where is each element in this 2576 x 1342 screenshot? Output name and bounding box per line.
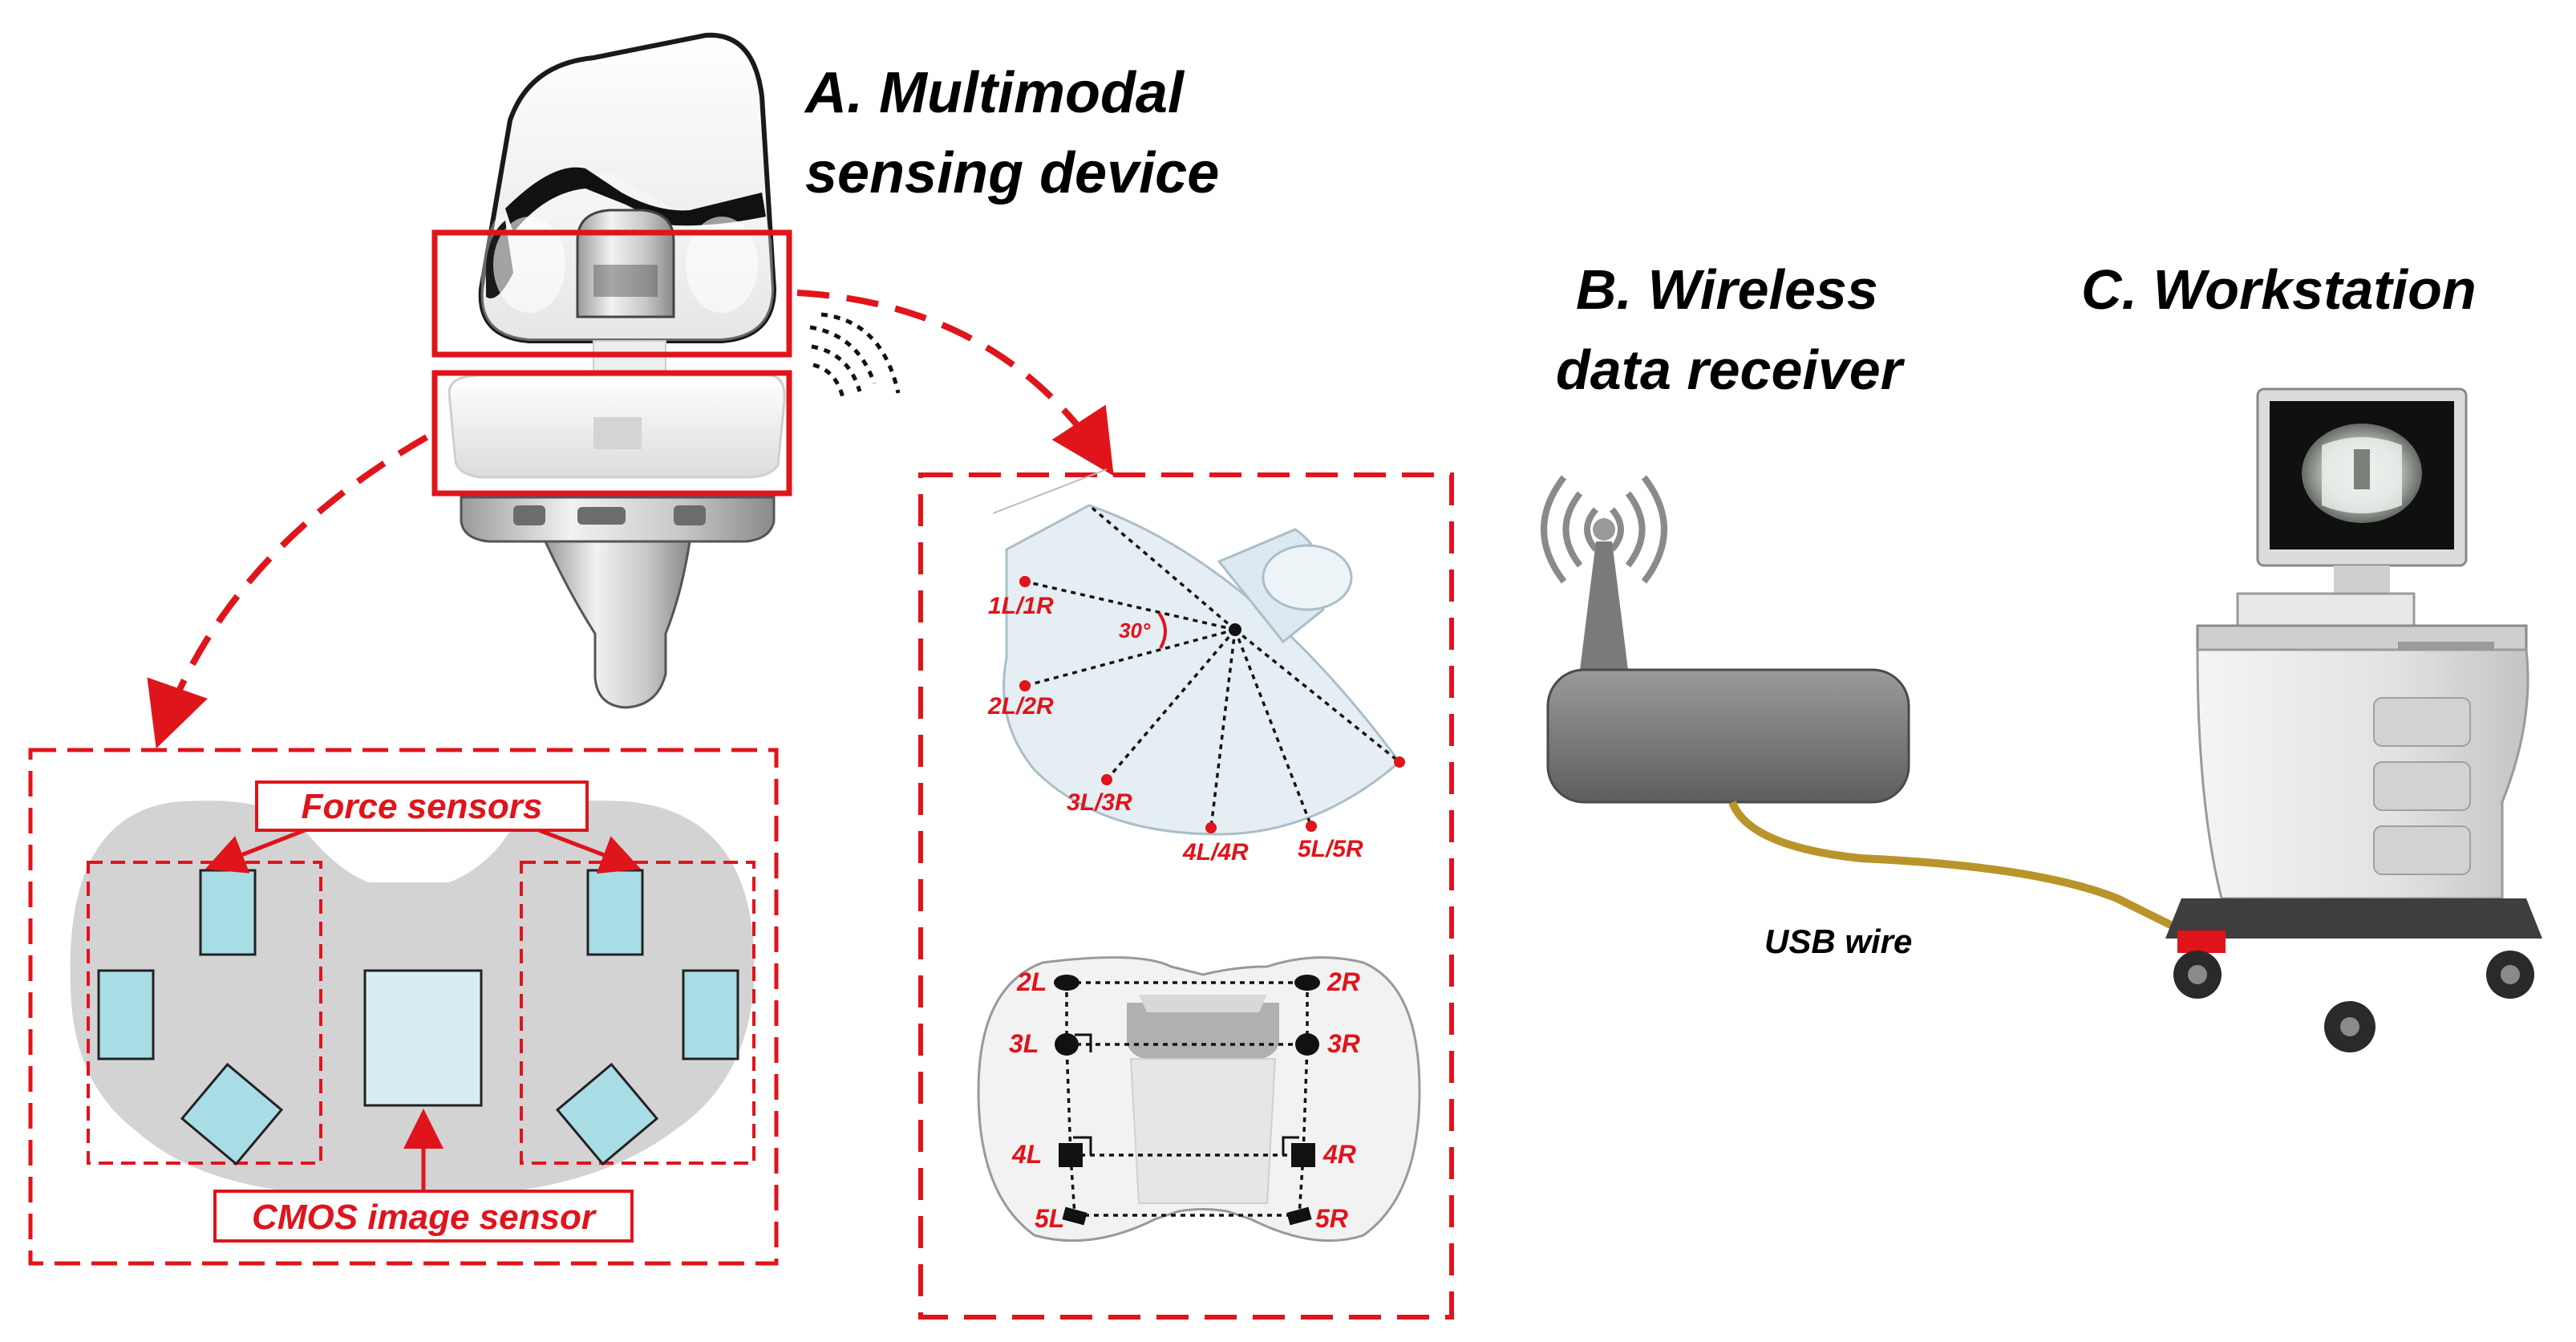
angle-arc [1157, 611, 1167, 649]
right-point-4R: 4R [1322, 1140, 1356, 1169]
femoral-sensor-panel: 30° 1L/1R 2L/2R 3L/3R 4L/4R 5L/5R [918, 468, 1454, 1320]
bottom-view-sensors [1054, 975, 1320, 1226]
force-sensor-left-top [199, 869, 257, 956]
force-arrow-right [538, 828, 642, 874]
cmos-sensor [363, 969, 483, 1107]
femoral-callout-arrow [796, 290, 1114, 476]
force-sensors-label: Force sensors [302, 787, 543, 826]
antenna-icon [1541, 475, 1667, 670]
femoral-side-view [992, 468, 1402, 836]
cmos-label-box [213, 1190, 634, 1243]
device-title-line2: sensing device [805, 141, 1219, 205]
knee-implant-icon [448, 32, 786, 709]
point-label-2: 2L/2R [987, 693, 1054, 720]
insert-sensor-panel: Force sensors CMOS image sensor [28, 748, 779, 1266]
receiver-title-line1: B. Wireless [1576, 258, 1878, 321]
cmos-sensor-label: CMOS image sensor [252, 1198, 597, 1237]
usb-cable [1728, 801, 2188, 936]
femoral-bottom-view [977, 956, 1421, 1243]
left-sensor-group [87, 861, 322, 1165]
left-point-4L: 4L [1011, 1140, 1042, 1169]
usb-wire-label: USB wire [1764, 922, 1912, 960]
point-label-3: 3L/3R [1067, 789, 1132, 816]
right-point-3R: 3R [1327, 1029, 1360, 1058]
monitor-icon [2256, 387, 2468, 594]
workstation-title: C. Workstation [2081, 258, 2477, 321]
arc-sensor-points [1019, 576, 1405, 833]
force-sensor-right-mid [682, 969, 739, 1060]
right-point-2R: 2R [1326, 967, 1360, 996]
receiver-title-line2: data receiver [1556, 339, 1906, 401]
left-point-5L: 5L [1035, 1204, 1064, 1233]
insert-highlight-box [431, 370, 792, 497]
bottom-view-sensor-lines [1065, 981, 1309, 1217]
force-sensor-left-mid [97, 969, 155, 1060]
left-point-2L: 2L [1016, 967, 1047, 996]
receiver-body [1546, 668, 1910, 804]
femoral-panel-border [918, 472, 1454, 1320]
femoral-highlight-box [431, 229, 792, 358]
left-point-3L: 3L [1009, 1029, 1039, 1058]
force-sensor-right-top [586, 869, 644, 956]
point-label-1: 1L/1R [988, 593, 1054, 619]
radial-sensor-lines [1024, 504, 1401, 829]
insert-panel-border [28, 748, 779, 1266]
workstation-cart-icon [2165, 387, 2542, 1052]
insert-callout-arrow [147, 434, 428, 749]
force-arrow-left [205, 828, 306, 874]
wireless-receiver [1541, 475, 1910, 804]
force-label-box [255, 780, 589, 832]
point-label-4: 4L/4R [1182, 839, 1249, 866]
point-label-5: 5L/5R [1298, 836, 1363, 862]
wifi-signal-icon [809, 312, 901, 402]
right-point-5R: 5R [1315, 1204, 1348, 1233]
force-sensor-right-bottom [555, 1062, 659, 1166]
device-title-line1: A. Multimodal [804, 61, 1185, 125]
angle-label: 30° [1119, 618, 1151, 643]
force-sensor-left-bottom [180, 1062, 284, 1166]
